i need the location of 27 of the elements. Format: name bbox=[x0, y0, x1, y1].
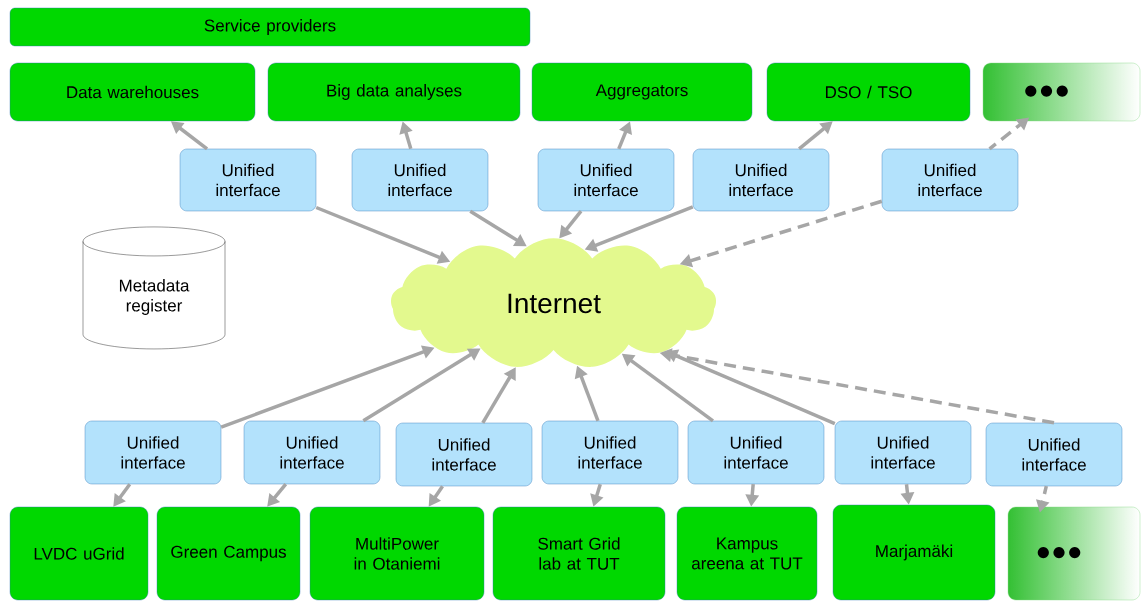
interface-box: Unified interface bbox=[351, 148, 489, 212]
interface-box: Unified interface bbox=[687, 420, 825, 485]
interface-box: Unified interface bbox=[834, 420, 972, 485]
site-box: Smart Grid lab at TUT bbox=[492, 506, 666, 601]
interface-box: Unified interface bbox=[692, 148, 830, 212]
site-box: LVDC uGrid bbox=[9, 506, 149, 601]
database-cylinder: Metadata register bbox=[82, 226, 226, 350]
interface-box: Unified interface bbox=[179, 148, 317, 212]
more-box: ●●● bbox=[982, 62, 1141, 122]
site-box: Aggregators bbox=[531, 62, 753, 122]
site-box: Marjamäki bbox=[832, 504, 996, 601]
site-box: DSO / TSO bbox=[766, 62, 971, 122]
interface-box: Unified interface bbox=[243, 420, 381, 485]
internet-cloud: Internet bbox=[391, 238, 717, 367]
site-box: Data warehouses bbox=[9, 62, 256, 122]
interface-box: Unified interface bbox=[985, 422, 1123, 487]
more-box: ●●● bbox=[1007, 506, 1141, 601]
interface-box: Unified interface bbox=[541, 420, 679, 485]
site-box: Green Campus bbox=[156, 506, 301, 601]
interface-box: Unified interface bbox=[395, 422, 533, 487]
interface-box: Unified interface bbox=[84, 420, 222, 485]
service-band: Service providers bbox=[9, 7, 531, 47]
site-box: Big data analyses bbox=[267, 62, 521, 122]
interface-box: Unified interface bbox=[881, 148, 1019, 212]
site-box: MultiPower in Otaniemi bbox=[309, 506, 485, 601]
interface-box: Unified interface bbox=[537, 148, 675, 212]
site-box: Kampus areena at TUT bbox=[676, 506, 818, 601]
